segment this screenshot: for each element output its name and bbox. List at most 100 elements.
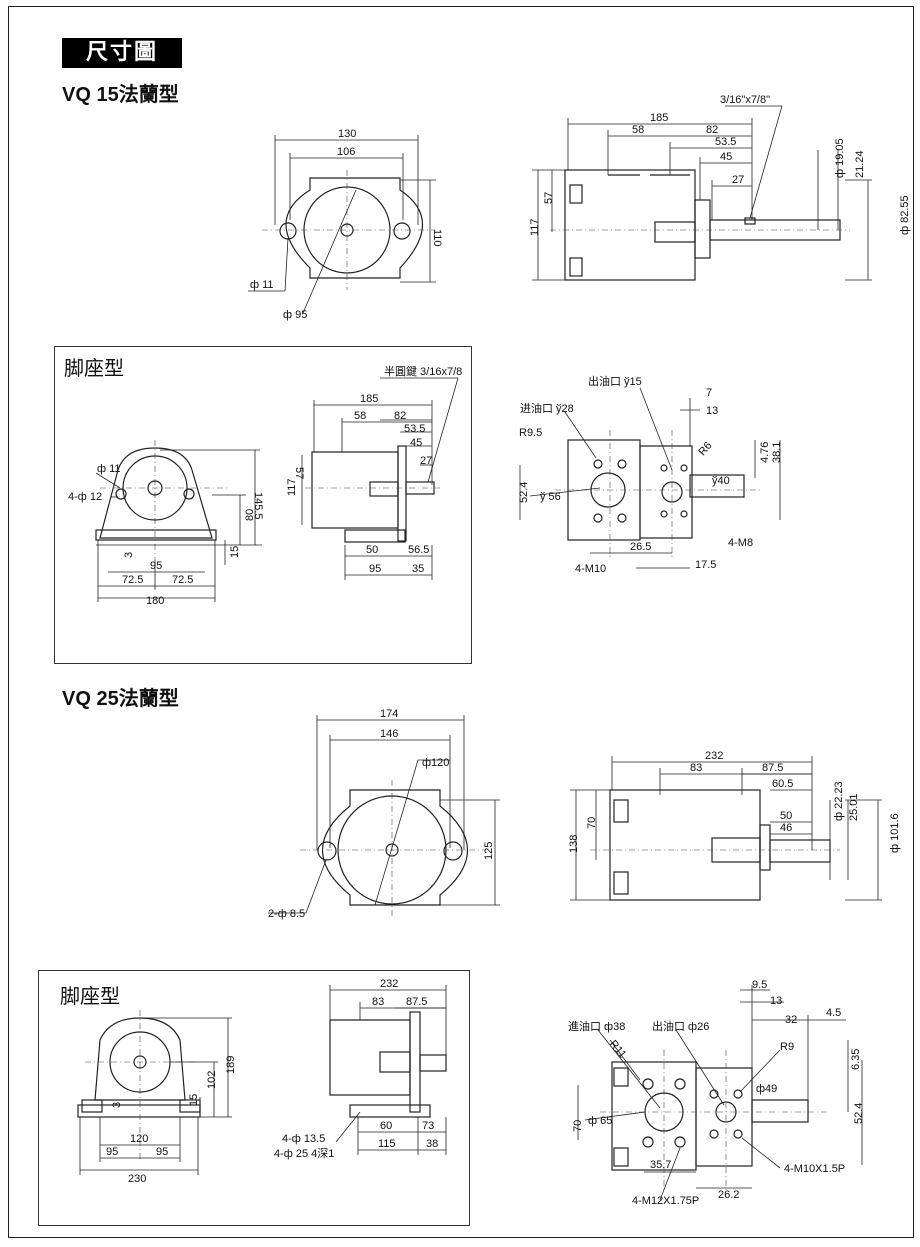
vq15-title: VQ 15法蘭型: [62, 84, 179, 106]
dim-label: 4.5: [826, 1007, 841, 1019]
dim-label: 出油口 ф26: [652, 1019, 709, 1033]
dim-label: 45: [720, 151, 732, 163]
dim-label: 185: [650, 112, 668, 124]
dim-label: 38.1: [771, 442, 783, 463]
dim-label: 72.5: [172, 574, 193, 586]
dim-label: ф 95: [283, 309, 307, 321]
dim-label: 56.5: [408, 544, 429, 556]
vq15-side-view: [532, 105, 872, 281]
dim-label: 82: [394, 410, 406, 422]
dim-label: 7: [706, 387, 712, 399]
dim-label: 17.5: [695, 559, 716, 571]
dim-label: 73: [422, 1120, 434, 1132]
dim-label: 120: [130, 1133, 148, 1145]
vq25-front-view: [268, 715, 500, 918]
dim-label: 102: [206, 1071, 218, 1089]
dim-label: 4-M8: [728, 537, 753, 549]
dim-label: R9: [780, 1041, 794, 1053]
dim-label: 58: [632, 124, 644, 136]
dim-label: 38: [426, 1138, 438, 1150]
dim-label: 117: [286, 478, 298, 496]
dim-label: 進油口 ф38: [568, 1019, 625, 1033]
dim-label: 232: [380, 978, 398, 990]
dim-label: 230: [128, 1173, 146, 1185]
dim-label: 3: [111, 1102, 123, 1108]
dim-label: 180: [146, 595, 164, 607]
dim-label: 82: [706, 124, 718, 136]
dim-label: 138: [568, 835, 580, 853]
vq25-foot-box: [38, 970, 470, 1226]
dim-label: 95: [369, 563, 381, 575]
dim-label: 进油口 ў28: [520, 401, 574, 415]
dim-label: 4-ф 13.5: [282, 1133, 325, 1145]
dim-label: 出油口 ў15: [588, 374, 642, 388]
dim-label: 27: [420, 455, 432, 467]
dim-label: 45: [410, 437, 422, 449]
dim-label: R9.5: [519, 427, 542, 439]
drawing-frame: [8, 6, 914, 1238]
vq25-title: VQ 25法蘭型: [62, 688, 179, 710]
section-badge: 尺寸圖: [62, 38, 182, 68]
dim-label: 80: [244, 509, 256, 521]
vq25-foot-title: 脚座型: [60, 984, 120, 1008]
dim-label: 125: [483, 842, 495, 860]
dim-label: 26.5: [630, 541, 651, 553]
dim-label: 3: [123, 552, 135, 558]
dim-label: ф 22.23: [833, 781, 845, 821]
dim-label: 4-M10: [575, 563, 606, 575]
vq15-port-view: [519, 387, 781, 569]
dim-label: 27: [732, 174, 744, 186]
dim-label: 83: [372, 996, 384, 1008]
dim-label: ў 56: [540, 491, 561, 503]
vq25-side-view: [570, 756, 882, 901]
vq25-port-view: [577, 985, 863, 1201]
dim-label: 146: [380, 728, 398, 740]
dim-label: 13: [770, 995, 782, 1007]
dim-label: 25.01: [848, 793, 860, 821]
dim-label: 53.5: [715, 136, 736, 148]
dim-label: 4-ф 12: [68, 491, 102, 503]
dim-label: 72.5: [122, 574, 143, 586]
dim-label: 232: [705, 750, 723, 762]
dim-label: 13: [706, 405, 718, 417]
dim-label: 21.24: [854, 150, 866, 178]
dim-label: 95: [156, 1146, 168, 1158]
dim-label: 110: [431, 229, 443, 247]
dim-label: ф120: [422, 757, 449, 769]
dim-label: 15: [229, 546, 241, 558]
dim-label: 50: [780, 810, 792, 822]
dim-label: 87.5: [406, 996, 427, 1008]
dim-label: 145.5: [252, 492, 264, 520]
dim-label: 4-M12X1.75P: [632, 1195, 699, 1207]
dim-label: ф 11: [97, 463, 121, 475]
dim-label: 15: [188, 1094, 200, 1106]
dim-label: 26.2: [718, 1189, 739, 1201]
dim-label: 117: [529, 218, 541, 236]
dim-label: 57: [543, 192, 555, 204]
dim-label: 9.5: [752, 979, 767, 991]
dim-label: 4-ф 25 4深1: [274, 1147, 334, 1160]
dim-label: 32: [785, 1014, 797, 1026]
vq25-foot-front-view: [77, 1010, 232, 1175]
dim-label: 115: [378, 1138, 396, 1150]
dim-label: 35.7: [650, 1159, 671, 1171]
vq15-foot-side-view: [301, 377, 459, 580]
dim-label: 70: [586, 817, 598, 829]
dim-label: 46: [780, 822, 792, 834]
vq15-foot-front-view: [95, 440, 262, 602]
dim-label: 53.5: [404, 423, 425, 435]
dim-label: 87.5: [762, 762, 783, 774]
vq25-foot-side-view: [329, 985, 447, 1155]
dim-label: 174: [380, 708, 398, 720]
dim-label: 58: [354, 410, 366, 422]
dim-label: 57: [293, 467, 305, 479]
dim-label: 185: [360, 393, 378, 405]
dim-label: ф 11: [250, 279, 274, 291]
dim-label: 95: [150, 560, 162, 572]
dim-label: 52.4: [518, 482, 530, 503]
dim-label: ў40: [712, 475, 730, 487]
dim-label: 60: [380, 1120, 392, 1132]
dim-label: 70: [572, 1120, 584, 1132]
dim-label: 189: [225, 1056, 237, 1074]
